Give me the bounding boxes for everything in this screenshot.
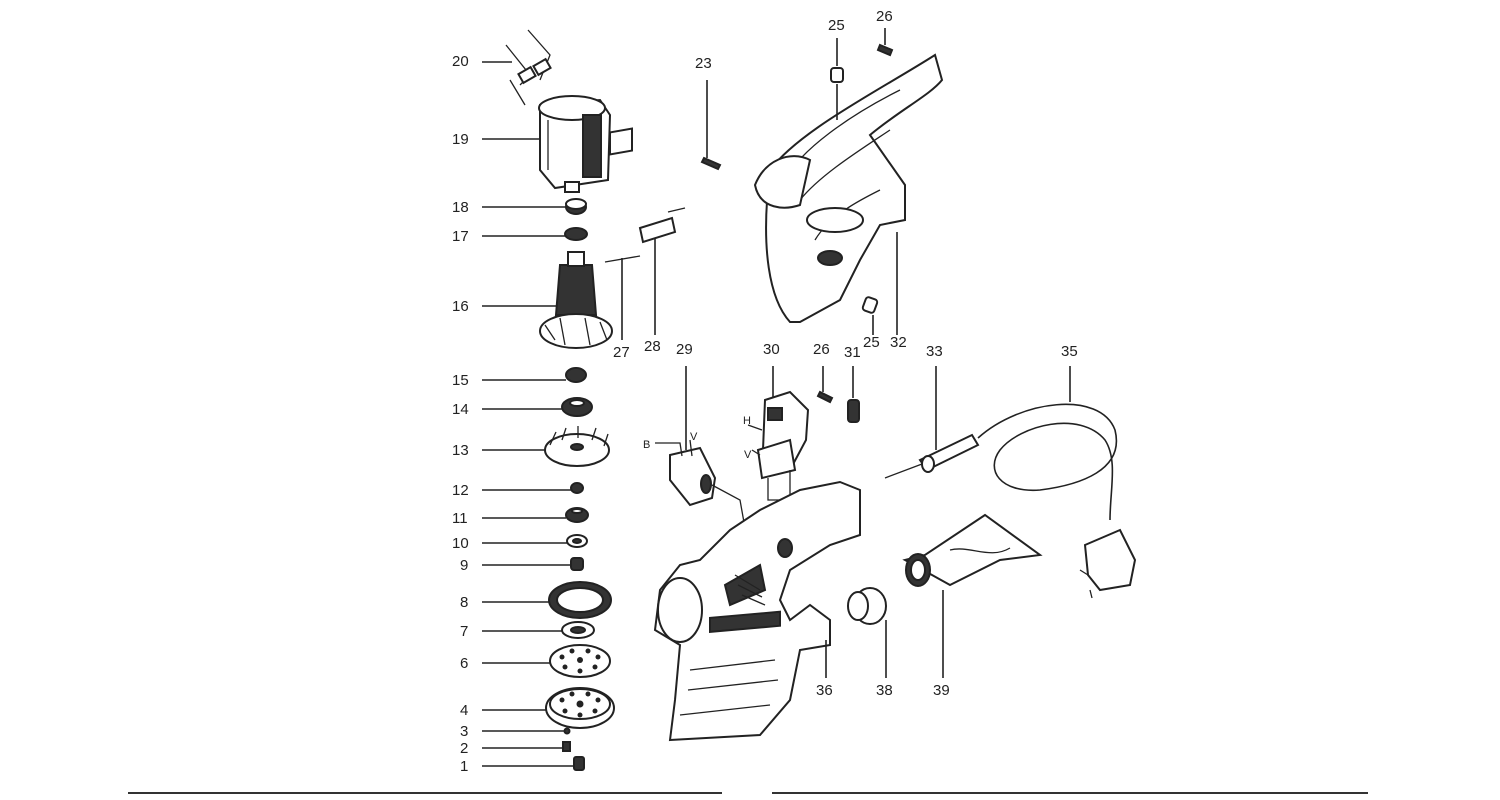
callout-12: 12 (452, 482, 469, 499)
callout-8: 8 (460, 594, 468, 611)
callout-32: 32 (890, 334, 907, 351)
callout-9: 9 (460, 557, 468, 574)
part-1-bolt (573, 756, 585, 771)
part-28-brush (638, 207, 686, 335)
callout-28: 28 (644, 338, 661, 355)
callout-16: 16 (452, 298, 469, 315)
part-16-armature (539, 251, 613, 349)
callout-33: 33 (926, 343, 943, 360)
callout-15: 15 (452, 372, 469, 389)
wire-mark-b: B (643, 439, 650, 451)
callout-23: 23 (695, 55, 712, 72)
callout-19: 19 (452, 131, 469, 148)
callout-38: 38 (876, 682, 893, 699)
callout-29: 29 (676, 341, 693, 358)
callout-35: 35 (1061, 343, 1078, 360)
callout-7: 7 (460, 623, 468, 640)
part-23-screw (700, 80, 722, 171)
wire-marks: B V H V (643, 415, 752, 461)
part-10-washer (566, 534, 588, 548)
wire-mark-v2: V (744, 449, 752, 461)
part-25-bushing-upper (830, 38, 844, 120)
callout-11: 11 (452, 510, 468, 527)
callout-36: 36 (816, 682, 833, 699)
wire-mark-v1: V (690, 431, 698, 443)
callout-26-top: 26 (876, 8, 893, 25)
part-20-brush-springs (505, 29, 552, 106)
part-32-housing-half (753, 53, 944, 335)
callout-26-mid: 26 (813, 341, 830, 358)
callout-18: 18 (452, 199, 469, 216)
part-3-small-washer (563, 727, 571, 735)
callout-labels: 20 19 18 17 16 15 14 13 12 11 10 9 8 7 6… (452, 8, 1078, 775)
part-11-bearing (565, 507, 589, 523)
part-29-capacitor (655, 366, 746, 529)
left-leader-lines (482, 61, 574, 767)
part-13-fan (544, 426, 610, 467)
part-2-screw (562, 741, 571, 752)
callout-10: 10 (452, 535, 469, 552)
callout-4: 4 (460, 702, 468, 719)
callout-17: 17 (452, 228, 469, 245)
part-26-screw-upper (876, 28, 894, 57)
callout-13: 13 (452, 442, 469, 459)
part-7-bearing-plate (561, 621, 595, 639)
callout-1: 1 (460, 758, 468, 775)
part-14-bearing-housing (561, 397, 593, 417)
part-17-washer (564, 227, 588, 241)
callout-14: 14 (452, 401, 469, 418)
callout-25-low: 25 (863, 334, 880, 351)
callout-3: 3 (460, 723, 468, 740)
part-9-bushing (570, 557, 584, 571)
part-12-nut (570, 482, 584, 494)
part-26-screw-lower (816, 366, 834, 404)
part-18-bearing (565, 198, 587, 215)
part-30-switch (747, 366, 810, 501)
part-8-ring (548, 581, 612, 619)
part-36-sander-body (653, 480, 861, 742)
part-38-dust-adapter (847, 587, 887, 678)
part-6-perforated-pad (549, 644, 611, 678)
part-15-bearing (565, 367, 587, 383)
callout-20: 20 (452, 53, 469, 70)
part-31-switch-button (847, 366, 860, 423)
callout-39: 39 (933, 682, 950, 699)
part-25-bushing-lower (861, 296, 879, 335)
callout-31: 31 (844, 344, 861, 361)
callout-25-top: 25 (828, 17, 845, 34)
part-33-cord-protector (884, 366, 980, 479)
part-4-sanding-base (545, 687, 615, 729)
part-27-brush-holder (604, 127, 641, 340)
callout-6: 6 (460, 655, 468, 672)
part-39-dust-bag (902, 513, 1043, 678)
callout-2: 2 (460, 740, 468, 757)
callout-30: 30 (763, 341, 780, 358)
part-35-power-cord (977, 366, 1137, 599)
callout-27: 27 (613, 344, 630, 361)
part-19-stator (538, 95, 612, 193)
wire-mark-h: H (743, 415, 751, 427)
